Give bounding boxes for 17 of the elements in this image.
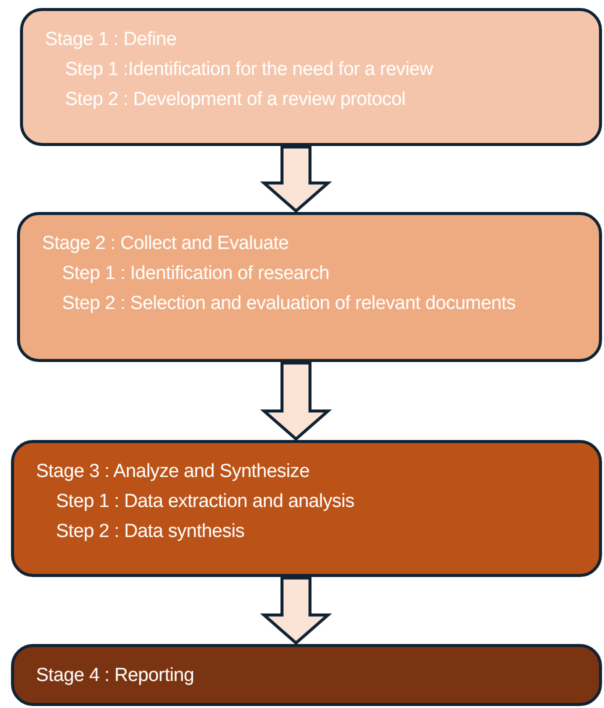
stage-box <box>20 8 602 146</box>
step-text: Step 2 : Selection and evaluation of relevant documents <box>61 292 517 316</box>
step-text: Step 2 : Data synthesis <box>55 520 246 544</box>
step-text: Step 1 : Identification of research <box>61 262 330 286</box>
step-text: Step 2 : Development of a review protocol <box>64 88 406 112</box>
block-arrow <box>260 146 332 213</box>
stage-heading: Stage 2 : Collect and Evaluate <box>42 232 290 256</box>
step-text: Step 1 :Identification for the need for a review <box>64 58 434 82</box>
stage-box <box>11 440 602 577</box>
block-arrow <box>260 576 332 645</box>
stage-box <box>11 644 602 706</box>
stage-heading: Stage 3 : Analyze and Synthesize <box>36 460 310 484</box>
step-text: Step 1 : Data extraction and analysis <box>55 490 356 514</box>
stage-box <box>17 212 602 362</box>
block-arrow <box>260 362 332 441</box>
stage-heading: Stage 1 : Define <box>45 28 178 52</box>
stage-heading: Stage 4 : Reporting <box>36 664 196 688</box>
